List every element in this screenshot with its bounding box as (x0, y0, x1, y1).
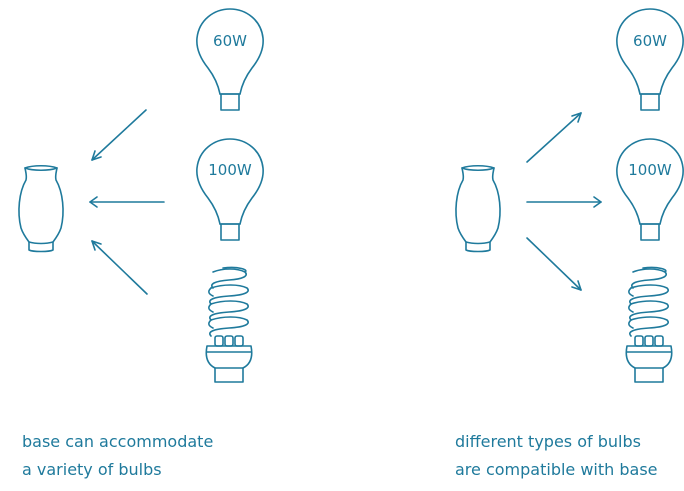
cfl-spiral-bulb-icon-right (625, 266, 673, 383)
arrow-icon-left-top (91, 109, 147, 161)
incandescent-bulb-icon-right-100w: 100W (616, 138, 684, 241)
left-panel: 60W 100W (18, 8, 264, 383)
arrow-icon-left-mid (89, 196, 165, 208)
arrow-icon-right-bottom (526, 237, 582, 291)
bulb-label-right-60w: 60W (633, 32, 667, 50)
arrow-icon-right-top (526, 112, 582, 163)
caption-right-line1: different types of bulbs (455, 432, 641, 451)
lamp-base-icon-left (18, 164, 64, 253)
bulb-label-right-100w: 100W (628, 161, 672, 179)
arrow-icon-left-bottom (91, 240, 148, 295)
incandescent-bulb-icon-right-60w: 60W (616, 8, 684, 111)
caption-right: different types of bulbs are compatible … (455, 428, 658, 484)
caption-right-line2: are compatible with base (455, 460, 658, 479)
incandescent-bulb-icon-left-100w: 100W (196, 138, 264, 241)
arrow-icon-right-mid (526, 196, 602, 208)
incandescent-bulb-icon-left-60w: 60W (196, 8, 264, 111)
caption-left-line2: a variety of bulbs (22, 460, 162, 479)
caption-left: base can accommodate a variety of bulbs (22, 428, 213, 484)
lamp-base-icon-right (455, 164, 501, 253)
caption-left-line1: base can accommodate (22, 432, 214, 451)
bulb-label-left-100w: 100W (208, 161, 252, 179)
bulb-label-left-60w: 60W (213, 32, 247, 50)
right-panel: 60W 100W (455, 8, 684, 383)
cfl-spiral-bulb-icon-left (205, 266, 253, 383)
